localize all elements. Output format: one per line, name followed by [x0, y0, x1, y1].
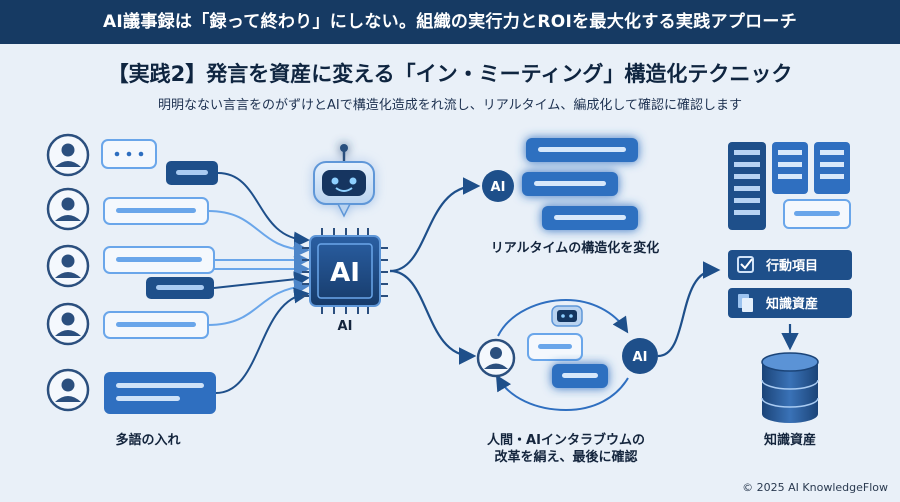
loop-caption-line2: 改革を絹え、最後に確認 [494, 450, 638, 465]
realtime-structuring: AI [482, 138, 638, 230]
chat-bubble-icon [103, 197, 209, 225]
chat-bubble-icon [526, 138, 638, 162]
speech-bubbles [101, 139, 218, 414]
database-caption: 知識資産 [763, 433, 816, 448]
loop-caption: 人間・AIインタラブウムの 改革を絹え、最後に確認 [456, 432, 676, 466]
section-subtitle: 明明なない言言をのがずけとAIで構造化造成をれ流し、リアルタイム、編成化して確認… [158, 98, 742, 113]
loop-ai-badge: AI [633, 350, 648, 365]
ai-chip-text: AI [330, 258, 360, 288]
copyright: © 2025 AI KnowledgeFlow [742, 481, 888, 494]
checkbox-icon [737, 256, 754, 273]
chat-bubble-icon [552, 364, 608, 388]
section-title: 【実践2】発言を資産に変える「イン・ミーティング」構造化テクニック [107, 62, 793, 86]
chat-bubble-icon [527, 333, 583, 361]
output-label-knowledge: 知識資産 [766, 296, 818, 312]
chat-bubble-icon [146, 277, 214, 299]
realtime-caption: リアルタイムの構造化を変化 [490, 241, 660, 256]
person-icon [46, 187, 90, 231]
person-icon [476, 338, 516, 378]
chat-bubble-icon [103, 311, 209, 339]
realtime-ai-badge: AI [491, 180, 506, 195]
person-icon [46, 244, 90, 288]
output-item-action: 行動項目 [728, 250, 852, 280]
person-icon [46, 133, 90, 177]
output-arrow [657, 261, 721, 358]
ai-chip-caption: AI [337, 319, 353, 334]
database-icon [761, 352, 819, 423]
loop-caption-line1: 人間・AIインタラブウムの [487, 433, 645, 448]
chat-bubble-icon [103, 246, 215, 274]
chat-bubble-icon [104, 372, 216, 414]
documents-icon [738, 294, 753, 312]
ai-chip: AI [302, 228, 388, 314]
person-icon [46, 368, 90, 412]
input-arrows [207, 172, 310, 394]
output-label-action: 行動項目 [765, 258, 818, 274]
output-item-knowledge: 知識資産 [728, 288, 852, 318]
branch-arrows [389, 177, 481, 365]
chat-bubble-icon [101, 139, 157, 169]
speaker-avatars [46, 133, 90, 412]
chat-bubble-icon [522, 172, 618, 196]
input-caption: 多語の入れ [115, 433, 181, 448]
structured-documents [728, 142, 851, 230]
chat-bubble-icon [166, 161, 218, 185]
robot-icon [551, 305, 583, 327]
chat-bubble-icon [542, 206, 638, 230]
human-ai-loop: AI [476, 298, 658, 412]
person-icon [46, 302, 90, 346]
chat-bubble-icon [783, 199, 851, 229]
robot-icon [313, 144, 375, 218]
banner-title: AI議事録は「録って終わり」にしない。組織の実行力とROIを最大化する実践アプロ… [0, 0, 900, 44]
